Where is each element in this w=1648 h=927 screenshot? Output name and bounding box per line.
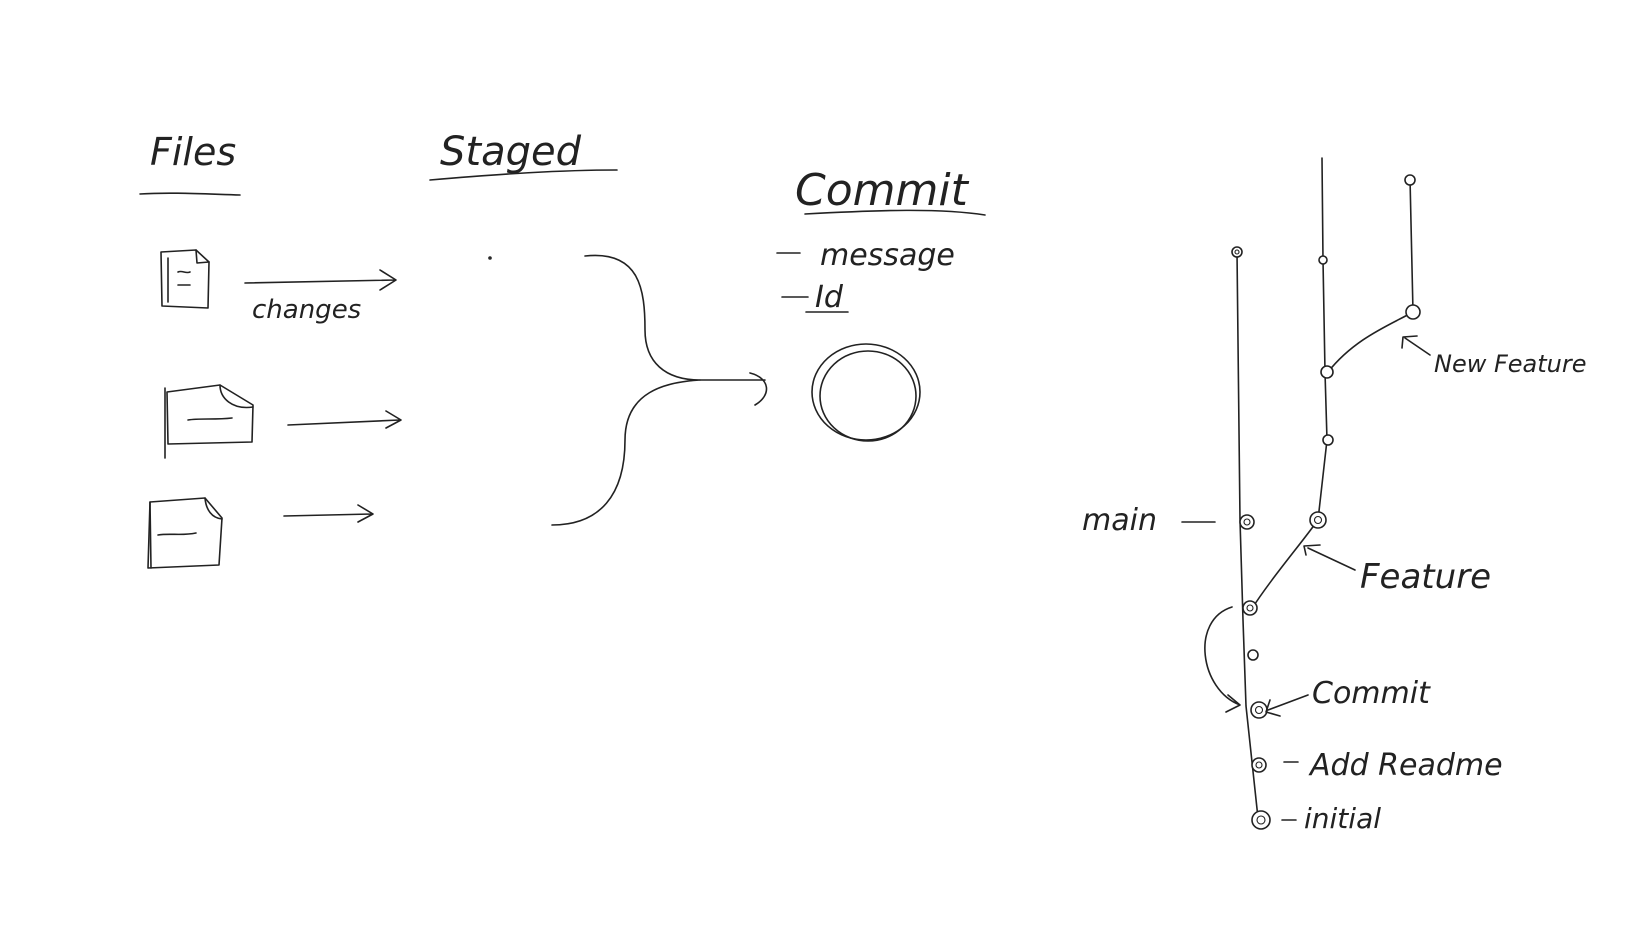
feature-commit-top xyxy=(1318,255,1328,265)
staged-brace xyxy=(551,254,701,526)
main-commit-top xyxy=(1231,246,1243,258)
feature-branch-label: Feature xyxy=(1360,557,1491,597)
file-icon-1 xyxy=(160,249,210,309)
feature-commit-2 xyxy=(1322,434,1334,446)
file-3-fold xyxy=(204,497,223,520)
commit-label-arrow xyxy=(1265,694,1309,717)
staged-heading-underline xyxy=(429,169,618,181)
main-commit-3 xyxy=(1247,649,1259,661)
main-commit-top-inner xyxy=(1234,249,1240,255)
file-2-text-mark xyxy=(187,417,233,421)
file-1-outline xyxy=(160,249,210,309)
main-commit-head xyxy=(1239,514,1255,530)
main-commit-commit-inner xyxy=(1254,705,1264,715)
main-commit-commit xyxy=(1250,701,1268,719)
commit-field-id: Id xyxy=(815,280,844,315)
main-branch-label: main xyxy=(1082,503,1157,538)
file-2-arrow xyxy=(287,410,402,429)
commit-node-label: Commit xyxy=(1312,676,1431,711)
new-feature-branch-label: New Feature xyxy=(1434,350,1587,378)
feature-label-arrow xyxy=(1303,544,1356,571)
file-1-fold xyxy=(195,249,210,264)
commit-circle-outer xyxy=(811,343,921,441)
fork-arrow xyxy=(1204,606,1241,713)
changes-label: changes xyxy=(252,295,361,325)
file-icon-3 xyxy=(147,497,223,569)
staged-heading-text: Staged xyxy=(440,129,582,175)
git-workflow-diagram: Files Staged Commit changes xyxy=(139,129,986,569)
staged-to-commit-arrow xyxy=(699,372,768,406)
file-3-outline xyxy=(147,497,223,569)
main-commit-branch-point-inner xyxy=(1246,604,1254,612)
file-icon-2 xyxy=(164,384,254,459)
new-feature-commit-head xyxy=(1405,304,1421,320)
files-heading-text: Files xyxy=(150,130,236,174)
files-heading: Files xyxy=(139,130,241,196)
commit-heading-text: Commit xyxy=(795,165,970,216)
main-commit-add-readme-inner xyxy=(1255,761,1263,769)
file-2-outline xyxy=(166,384,254,445)
staged-dot xyxy=(488,256,492,260)
commit-heading: Commit xyxy=(795,165,986,216)
commit-field-message: message xyxy=(820,238,955,273)
main-commit-head-inner xyxy=(1243,518,1251,526)
main-commit-initial-inner xyxy=(1256,815,1266,825)
new-feature-branch-line xyxy=(1327,177,1414,373)
commit-circle-inner xyxy=(819,350,917,442)
branch-graph: main Feature New Feature Commit Add Read… xyxy=(1082,157,1587,835)
feature-commit-head-inner xyxy=(1313,515,1323,525)
main-commit-initial xyxy=(1251,810,1271,830)
file-3-text-mark xyxy=(157,532,197,536)
new-feature-label-arrow xyxy=(1401,335,1431,356)
add-readme-label: Add Readme xyxy=(1308,748,1503,783)
feature-commit-head xyxy=(1309,511,1327,529)
file-3-arrow xyxy=(283,504,374,523)
files-heading-underline xyxy=(139,192,241,196)
file-3-line xyxy=(149,501,152,569)
commit-circle xyxy=(811,343,921,442)
file-2-fold xyxy=(219,384,254,409)
staged-heading: Staged xyxy=(429,129,618,181)
file-1-arrow xyxy=(244,269,397,291)
initial-label: initial xyxy=(1304,802,1381,835)
commit-field-list: message Id xyxy=(776,238,955,315)
main-commit-add-readme xyxy=(1251,757,1267,773)
feature-commit-fork xyxy=(1320,365,1334,379)
new-feature-commit-top xyxy=(1404,174,1416,186)
commit-heading-underline xyxy=(804,209,986,216)
main-commit-branch-point xyxy=(1242,600,1258,616)
feature-branch-line xyxy=(1250,157,1328,611)
main-branch-line xyxy=(1236,251,1259,819)
file-1-text-mark xyxy=(177,270,191,286)
